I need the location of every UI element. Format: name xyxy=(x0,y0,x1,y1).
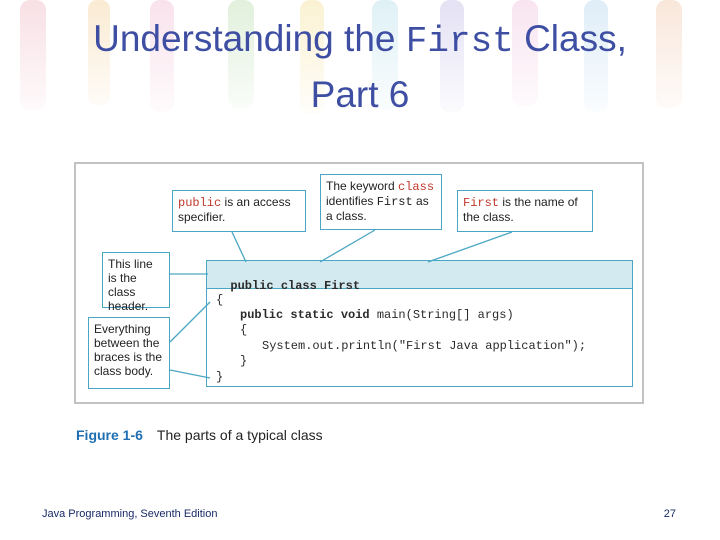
figure-caption-text: The parts of a typical class xyxy=(156,427,323,443)
callout-name-code: First xyxy=(463,196,500,210)
code-line-main: public static void main(String[] args) xyxy=(240,308,514,323)
callout-class-body: Everything between the braces is the cla… xyxy=(88,317,170,389)
slide-title-line1: Understanding the First Class, xyxy=(0,12,720,69)
class-header-band xyxy=(206,260,633,289)
code-line-open-brace: { xyxy=(216,293,224,307)
code-line-main-close: } xyxy=(240,354,248,368)
callout-access-specifier: public is an access specifier. xyxy=(172,190,306,232)
code-main-signature: main(String[] args) xyxy=(369,308,514,322)
title-text-1: Understanding the xyxy=(93,18,396,59)
footer-page-number: 27 xyxy=(663,508,676,520)
code-line-println: System.out.println("First Java applicati… xyxy=(262,339,587,353)
code-line-close-brace: } xyxy=(216,370,224,384)
callout-keyword-code2: First xyxy=(376,195,413,209)
callout-keyword-code: class xyxy=(398,180,435,194)
callout-class-name: First is the name of the class. xyxy=(457,190,593,232)
code-header-text: public class First xyxy=(230,279,361,293)
code-line-class-header: public class First xyxy=(216,264,360,294)
callout-keyword-text2: identifies xyxy=(326,194,377,208)
callout-keyword-text1: The keyword xyxy=(326,179,399,193)
figure-label: Figure 1-6 xyxy=(76,427,143,443)
footer-book-title: Java Programming, Seventh Edition xyxy=(42,508,218,520)
decorative-banner xyxy=(0,0,720,130)
callout-class-header: This line is the class header. xyxy=(102,252,170,313)
figure-caption: Figure 1-6 The parts of a typical class xyxy=(76,427,323,443)
title-text-2: Class, xyxy=(524,18,627,59)
callout-public-code: public xyxy=(178,196,222,210)
callout-keyword-class: The keyword class identifies First as a … xyxy=(320,174,442,230)
callout-public-text: is an access specifier. xyxy=(178,195,291,224)
slide-title-line2: Part 6 xyxy=(310,74,410,115)
callout-keyword-text3: as a class. xyxy=(326,194,429,223)
code-main-keywords: public static void xyxy=(240,308,370,322)
title-code-word: First xyxy=(405,21,514,62)
callout-name-text: is the name of the class. xyxy=(463,195,578,224)
code-line-main-open: { xyxy=(240,323,248,337)
